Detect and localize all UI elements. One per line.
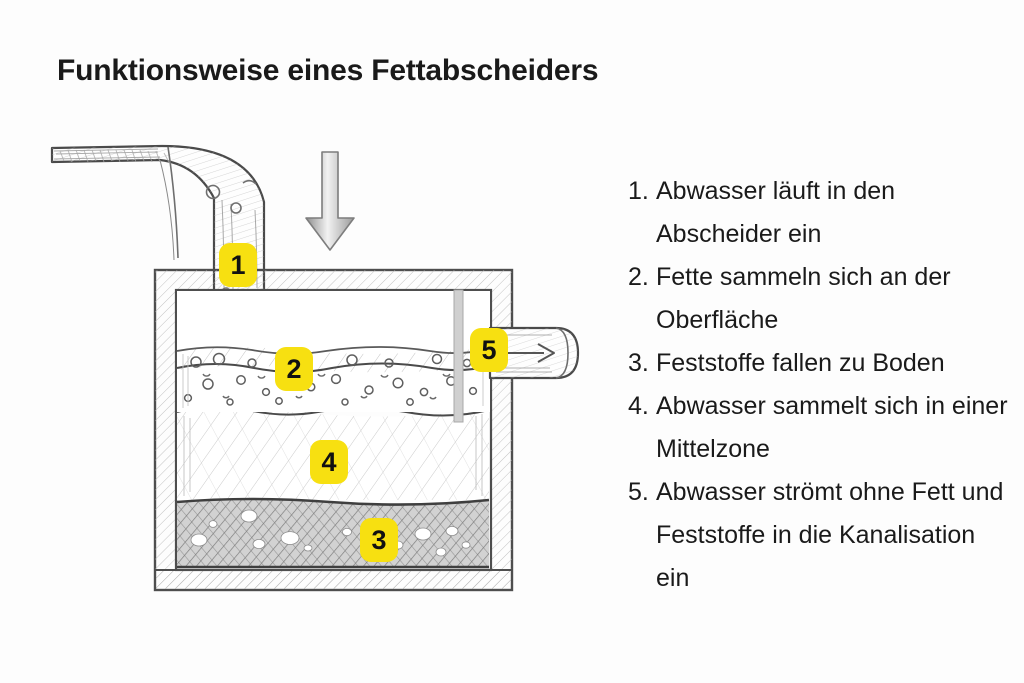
badge-5[interactable]: 5 xyxy=(470,328,508,372)
badge-4[interactable]: 4 xyxy=(310,440,348,484)
list-item: 5. Abwasser strömt ohne Fett und Feststo… xyxy=(628,471,1008,600)
list-item-number: 5. xyxy=(628,478,649,506)
grease-layer xyxy=(176,346,490,412)
list-item-text: Abwasser sammelt sich in einer Mittelzon… xyxy=(656,392,1008,463)
sludge-layer xyxy=(176,497,490,569)
outlet-pipe xyxy=(488,326,580,380)
list-item: 2. Fette sammeln sich an der Oberfläche xyxy=(628,256,1008,342)
down-arrow xyxy=(305,151,355,251)
list-item-text: Abwasser strömt ohne Fett und Feststoffe… xyxy=(656,478,1004,592)
page-title: Funktionsweise eines Fettabscheiders xyxy=(57,54,599,87)
list-item: 4. Abwasser sammelt sich in einer Mittel… xyxy=(628,385,1008,471)
list-item-text: Fette sammeln sich an der Oberfläche xyxy=(656,263,951,334)
steps-list: 1. Abwasser läuft in den Abscheider ein … xyxy=(628,170,1008,600)
badge-3[interactable]: 3 xyxy=(360,518,398,562)
list-item-number: 4. xyxy=(628,392,649,420)
badge-2[interactable]: 2 xyxy=(275,347,313,391)
badge-1[interactable]: 1 xyxy=(219,243,257,287)
list-item: 1. Abwasser läuft in den Abscheider ein xyxy=(628,170,1008,256)
list-item: 3. Feststoffe fallen zu Boden xyxy=(628,342,1008,385)
list-item-number: 1. xyxy=(628,177,649,205)
list-item-number: 2. xyxy=(628,263,649,291)
grease-separator-diagram: 1 2 3 4 5 xyxy=(0,140,610,640)
list-item-text: Feststoffe fallen zu Boden xyxy=(656,349,945,377)
baffle-wall xyxy=(453,289,464,423)
list-item-text: Abwasser läuft in den Abscheider ein xyxy=(656,177,896,248)
list-item-number: 3. xyxy=(628,349,649,377)
